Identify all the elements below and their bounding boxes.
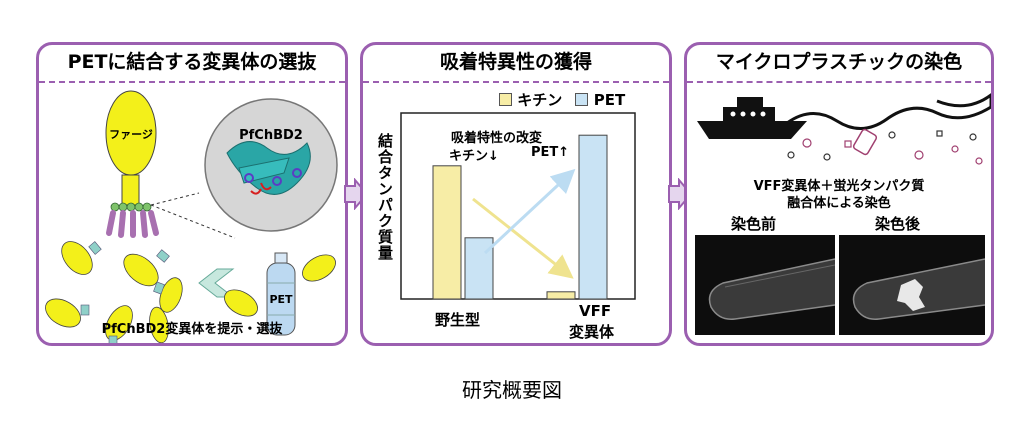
protein-label: PfChBD2 <box>239 128 303 143</box>
chart-note-pet: PET↑ <box>531 145 570 160</box>
wave-icon <box>786 93 991 130</box>
chart-note-chitin: キチン↓ <box>449 149 499 164</box>
legend-label-chitin: キチン <box>517 91 563 109</box>
chart-y-label: 結合タンパク質量 <box>376 133 394 261</box>
bar-chitin-0 <box>432 165 462 300</box>
bar-chart <box>400 112 636 300</box>
pet-bottle-icon <box>266 252 296 336</box>
panel-staining-title: マイクロプラスチックの染色 <box>687 45 991 83</box>
panel-staining: マイクロプラスチックの染色 VFF変異体＋蛍光タンパク質 融合 <box>684 42 994 346</box>
bar-pet-1 <box>578 134 608 300</box>
x-tick-wildtype: 野生型 <box>435 311 481 329</box>
trend-arrow-chitin <box>472 197 574 279</box>
micrograph-after <box>839 235 985 335</box>
legend-label-pet: PET <box>593 91 626 109</box>
before-staining-label: 染色前 <box>731 215 777 233</box>
micrograph-before <box>695 235 835 335</box>
panel-specificity: 吸着特異性の獲得 キチン PET 結合タンパク質量 吸着特性の改変 キチン↓ P… <box>360 42 672 346</box>
x-tick-vff-line2: 変異体 <box>569 323 615 341</box>
staining-description-line1: VFF変異体＋蛍光タンパク質 <box>753 179 925 194</box>
stained-particle-icon <box>897 279 925 311</box>
panel-specificity-title: 吸着特異性の獲得 <box>363 45 669 83</box>
legend-swatch-chitin <box>499 93 512 106</box>
phage-population-icon <box>45 241 183 343</box>
bar-chitin-1 <box>546 291 576 300</box>
pet-label: PET <box>269 293 293 306</box>
phage-icon <box>105 90 159 238</box>
after-staining-label: 染色後 <box>875 215 921 233</box>
phage-label: ファージ <box>109 128 153 141</box>
ocean-illustration <box>697 93 991 165</box>
chart-note-line1: 吸着特性の改変 <box>451 131 543 146</box>
panel-selection-title: PETに結合する変異体の選抜 <box>39 45 345 83</box>
chevron-right-icon <box>198 268 235 298</box>
panel-selection: PETに結合する変異体の選抜 ファージ <box>36 42 348 346</box>
protein-zoom-icon <box>204 98 338 232</box>
trend-arrow-pet <box>483 168 576 255</box>
chart-legend: キチン PET <box>499 89 625 110</box>
legend-swatch-pet <box>575 93 589 106</box>
plot-frame <box>400 112 636 300</box>
staining-description-line2: 融合体による染色 <box>787 196 891 211</box>
selection-illustration: ファージ PfChBD2 <box>45 90 338 343</box>
x-tick-vff-line1: VFF <box>579 302 612 320</box>
microplastic-particles-icon <box>787 128 983 165</box>
bar-pet-0 <box>464 237 494 300</box>
selection-caption: PfChBD2変異体を提示・選抜 <box>101 322 283 337</box>
ship-icon <box>697 97 807 139</box>
figure-caption: 研究概要図 <box>462 378 562 402</box>
